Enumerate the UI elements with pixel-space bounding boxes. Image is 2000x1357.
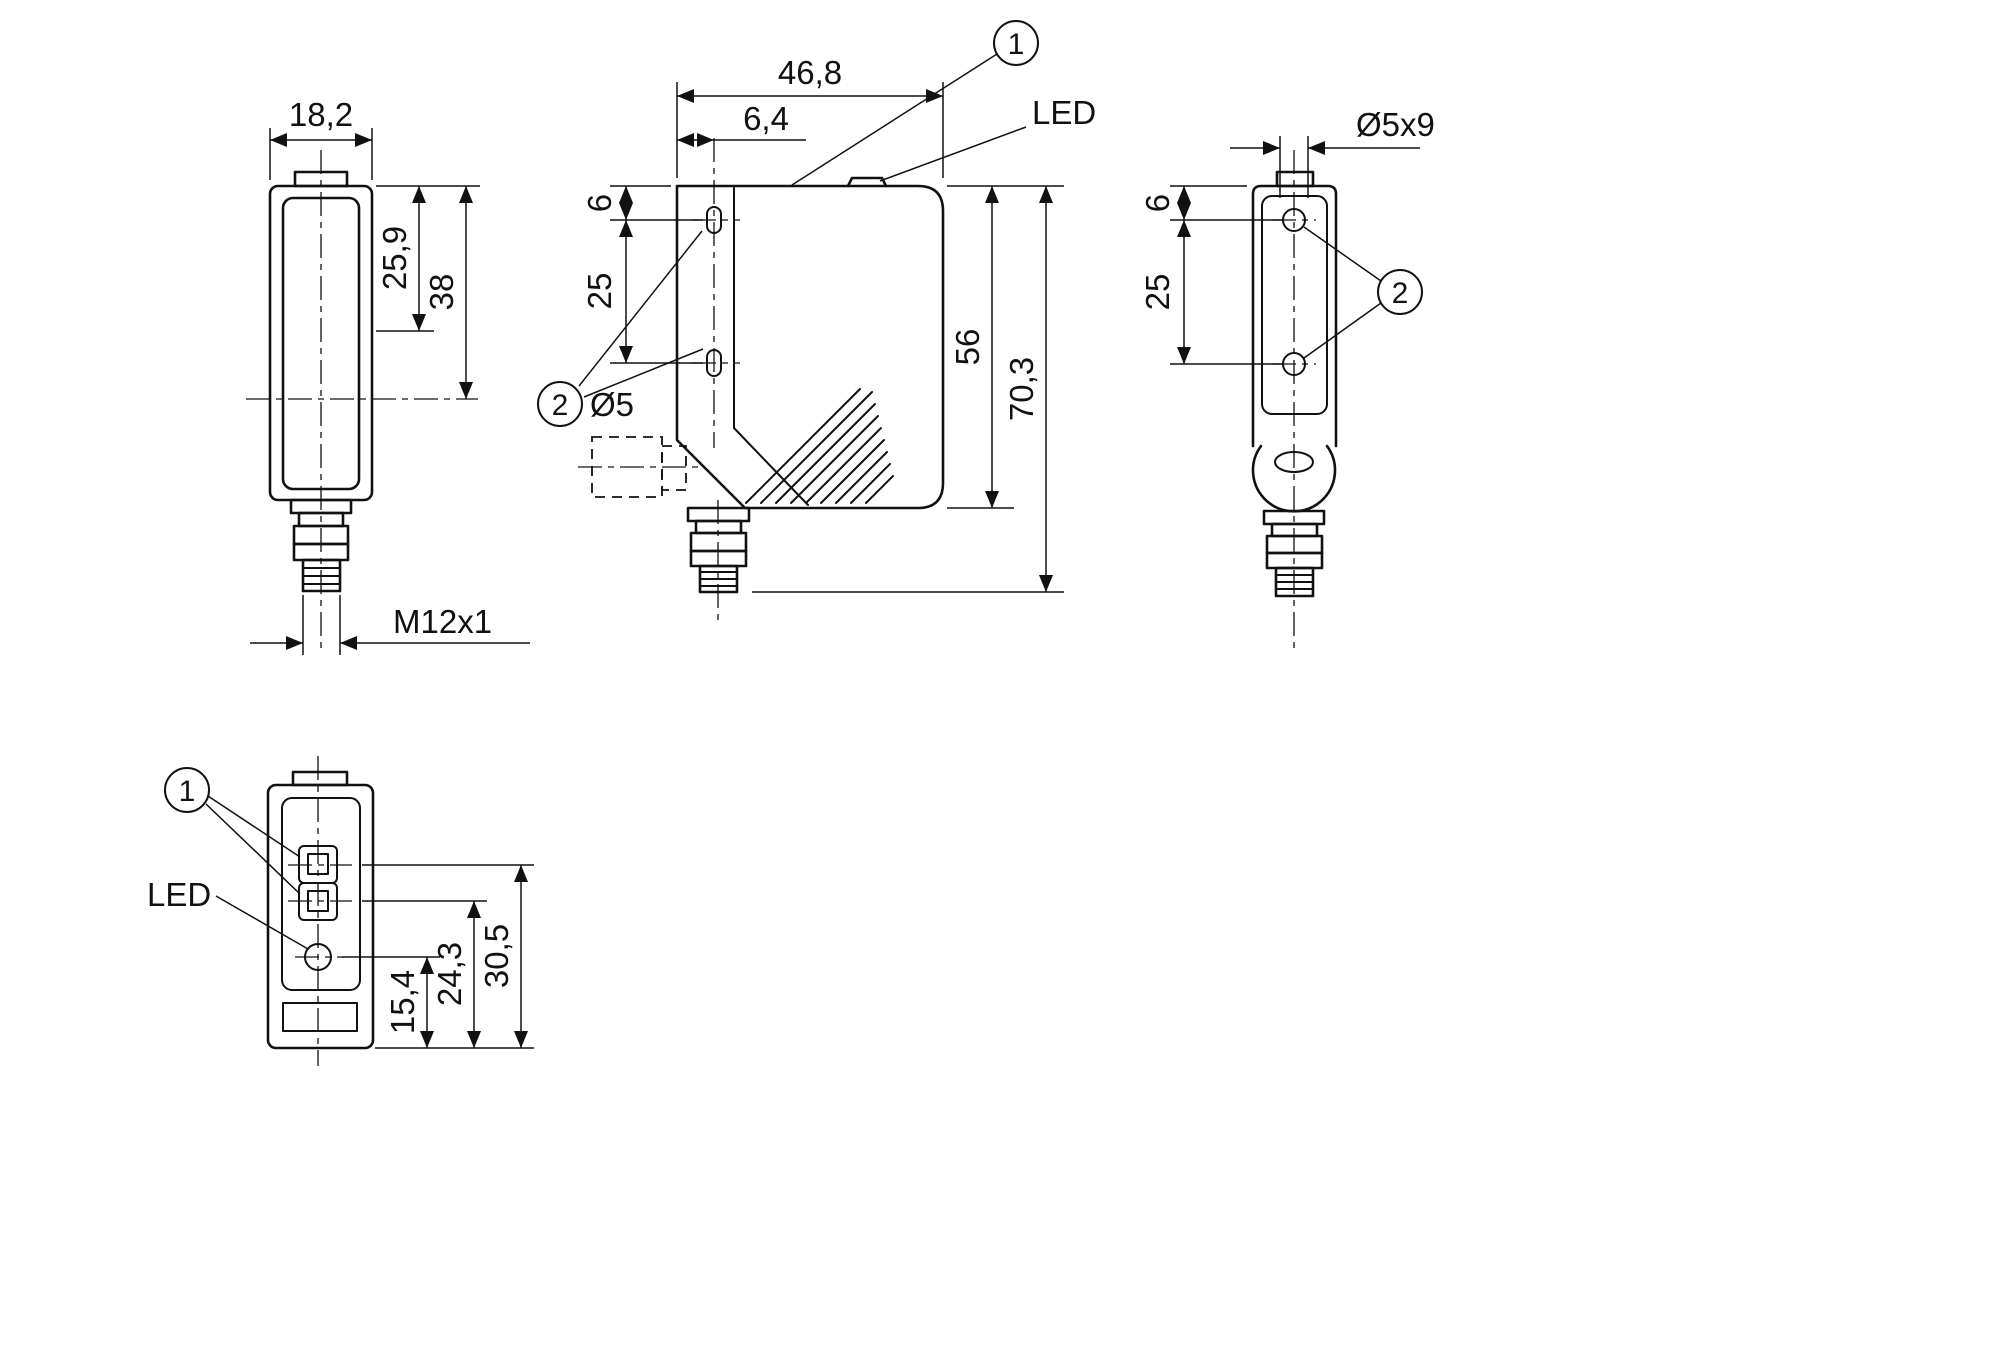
dim-6-4: 6,4 bbox=[743, 100, 789, 137]
callout-2-badge-rear bbox=[1377, 269, 1423, 315]
side-led-bump bbox=[846, 176, 888, 188]
face-front-panel bbox=[281, 797, 361, 991]
side-grip-louvers bbox=[745, 388, 894, 504]
callout-1-badge-face bbox=[164, 767, 210, 813]
callout-1-number-face: 1 bbox=[179, 775, 196, 808]
rear-dim-holes: 6 25 bbox=[1139, 185, 1283, 365]
led-label-face: LED bbox=[147, 876, 211, 913]
rear-dim-slot: Ø5x9 bbox=[1230, 106, 1435, 198]
led-label-side: LED bbox=[1032, 94, 1096, 131]
side-callout-2: 2 Ø5 bbox=[537, 230, 704, 427]
dim-30-5: 30,5 bbox=[478, 924, 515, 988]
rear-view: Ø5x9 6 25 2 bbox=[1139, 106, 1435, 648]
side-led-label: LED bbox=[879, 94, 1096, 182]
dim-25-9: 25,9 bbox=[376, 226, 413, 290]
dim-6-rear: 6 bbox=[1139, 194, 1176, 212]
dim-m12x1: M12x1 bbox=[393, 603, 492, 640]
side-hidden-cable-exit bbox=[578, 436, 704, 498]
dim-24-3: 24,3 bbox=[431, 942, 468, 1006]
face-view: 1 LED 15,4 24,3 30,5 bbox=[147, 756, 534, 1066]
callout-2-badge bbox=[537, 381, 583, 427]
side-housing-outline bbox=[675, 184, 945, 510]
dim-6-side: 6 bbox=[581, 194, 618, 212]
callout-2-number: 2 bbox=[552, 389, 569, 422]
dim-25-side: 25 bbox=[581, 273, 618, 310]
dim-18-2: 18,2 bbox=[289, 96, 353, 133]
face-label-window bbox=[282, 1002, 358, 1032]
callout-2-number-rear: 2 bbox=[1392, 277, 1409, 310]
face-top-tab bbox=[291, 770, 349, 787]
dim-15-4: 15,4 bbox=[384, 970, 421, 1034]
side-dim-heights: 56 70,3 bbox=[752, 185, 1064, 593]
side-dim-holes: 6 25 bbox=[581, 185, 703, 364]
front-dim-thread: M12x1 bbox=[250, 595, 530, 655]
callout-1-number: 1 bbox=[1008, 28, 1025, 61]
side-m12-connector bbox=[686, 500, 751, 620]
side-callout-1: 1 bbox=[791, 20, 1039, 186]
dim-46-8: 46,8 bbox=[778, 54, 842, 91]
face-housing-outline bbox=[266, 783, 375, 1050]
dim-38: 38 bbox=[423, 274, 460, 311]
face-led-label: LED bbox=[147, 876, 309, 950]
front-dim-width: 18,2 bbox=[269, 96, 373, 180]
dim-25-rear: 25 bbox=[1139, 274, 1176, 311]
front-dim-heights: 25,9 38 bbox=[376, 185, 480, 399]
front-view: 18,2 25,9 38 M12x1 bbox=[246, 96, 530, 655]
rear-callout-2: 2 bbox=[1303, 226, 1423, 359]
side-dim-depth: 46,8 6,4 bbox=[676, 54, 944, 178]
dim-slot-5x9: Ø5x9 bbox=[1356, 106, 1435, 143]
face-callout-1: 1 bbox=[164, 767, 301, 895]
callout-1-badge bbox=[993, 20, 1039, 66]
side-front-bevel-line bbox=[733, 427, 809, 506]
face-dims: 15,4 24,3 30,5 bbox=[342, 864, 534, 1049]
dim-70-3: 70,3 bbox=[1003, 357, 1040, 421]
side-view: 46,8 6,4 6 25 2 Ø5 56 bbox=[537, 20, 1096, 620]
dim-56: 56 bbox=[949, 329, 986, 366]
